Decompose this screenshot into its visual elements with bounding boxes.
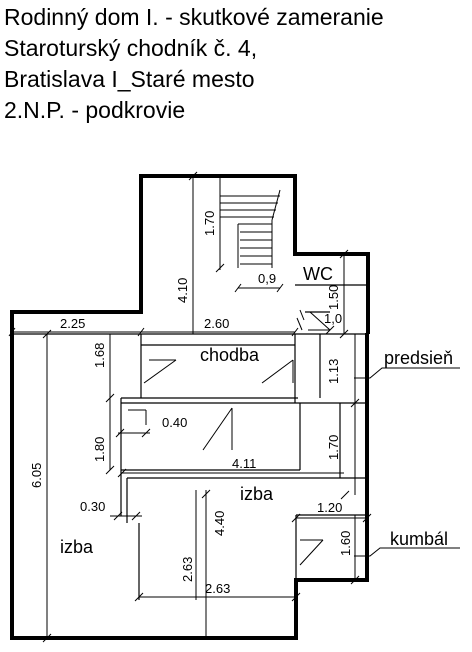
label-izba-center: izba (240, 484, 274, 504)
dim-2-60: 2.60 (204, 316, 229, 331)
label-kumbal: kumbál (390, 529, 448, 549)
dim-0-30: 0.30 (80, 499, 105, 514)
dim-1-20: 1.20 (317, 500, 342, 515)
dim-1-68: 1.68 (92, 343, 107, 368)
label-izba-left: izba (60, 537, 94, 557)
dim-2-25: 2.25 (60, 316, 85, 331)
dim-1-80: 1.80 (92, 437, 107, 462)
dim-1-0: 1,0 (324, 311, 342, 326)
wall-upper-left (10, 174, 370, 334)
dim-1-50: 1.50 (326, 285, 341, 310)
exterior-walls (10, 174, 370, 640)
leader-lines (354, 367, 460, 557)
staircase (219, 189, 281, 268)
wall-lower-right (294, 333, 369, 640)
dim-4-11: 4.11 (232, 456, 256, 471)
dim-6-05: 6.05 (29, 463, 44, 488)
dim-1-13: 1.13 (326, 359, 341, 384)
title-line-4: 2.N.P. - podkrovie (4, 97, 186, 123)
label-wc: WC (303, 264, 333, 284)
leader-predsien (354, 367, 460, 379)
drawing-title: Rodinný dom I. - skutkové zameranie Star… (4, 2, 472, 126)
title-line-3: Bratislava I_Staré mesto (4, 66, 255, 92)
dim-4-10: 4.10 (175, 278, 190, 303)
dim-0-9: 0,9 (258, 271, 276, 286)
doors (128, 309, 331, 566)
dim-1-60: 1.60 (338, 531, 353, 556)
dimension-labels: 2.25 2.60 0,9 1,0 0.40 4.11 0.30 1.20 2.… (29, 211, 353, 596)
dim-4-40: 4.40 (212, 511, 227, 536)
leader-kumbal (354, 547, 460, 557)
dimension-lines (8, 171, 372, 643)
dim-2-63-h: 2.63 (205, 581, 230, 596)
dim-1-70-right: 1.70 (326, 435, 341, 460)
label-predsien: predsieň (384, 348, 453, 368)
room-labels: WC chodba izba izba predsieň kumbál (60, 264, 453, 557)
dim-2-63-v: 2.63 (180, 557, 195, 582)
title-line-2: Staroturský chodník č. 4, (4, 35, 258, 61)
title-line-1: Rodinný dom I. - skutkové zameranie (4, 4, 384, 30)
dim-1-70-top: 1.70 (202, 211, 217, 236)
dim-0-40: 0.40 (162, 415, 187, 430)
label-chodba: chodba (200, 345, 260, 365)
